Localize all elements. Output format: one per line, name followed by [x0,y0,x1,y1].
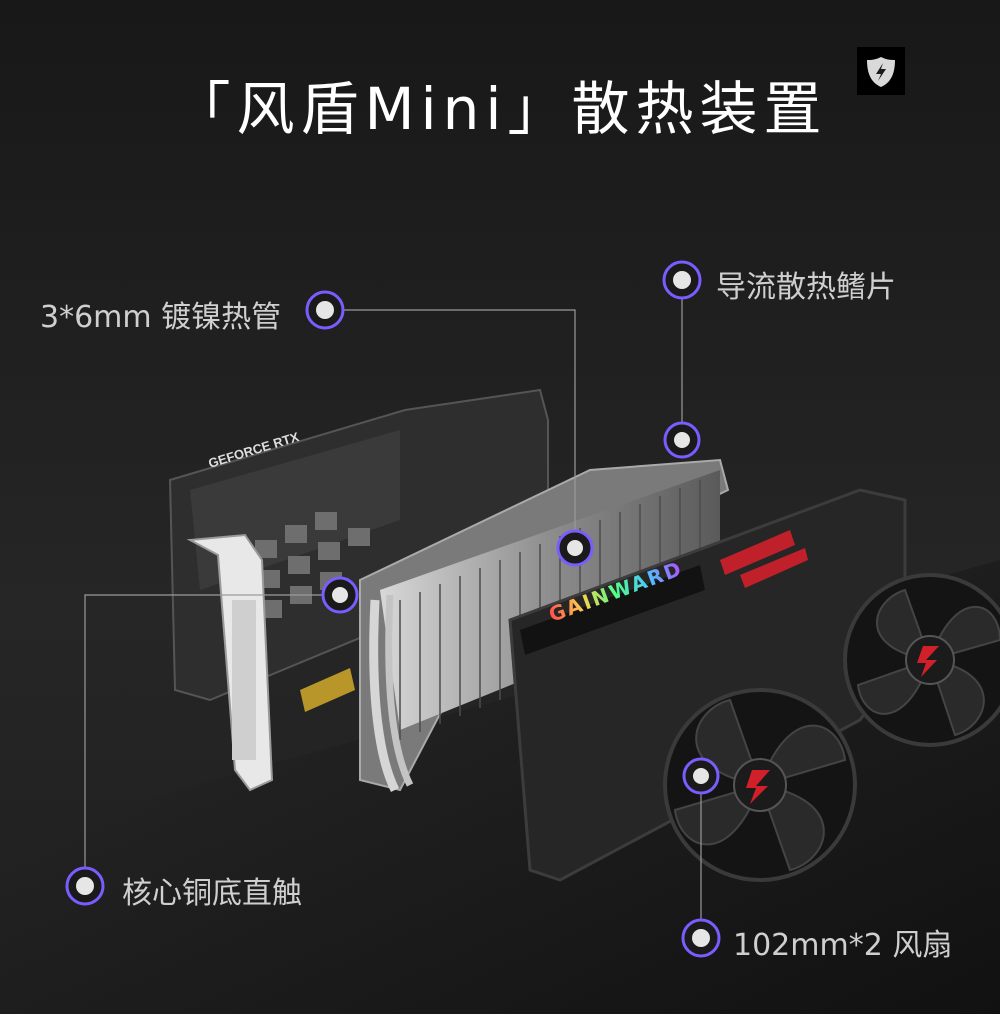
shield-lightning-icon [867,57,895,87]
fan-2 [843,573,1000,747]
copper-contact-label: 核心铜底直触 [122,876,302,911]
page-title: 「风盾Mini」散热装置 [172,75,828,143]
io-bracket [186,533,274,792]
callout-lines [84,280,702,938]
copper-target-marker-icon [321,576,359,614]
copper-marker-icon [65,866,105,906]
brand-logo [857,47,905,95]
heatpipe-target-marker-icon [556,529,594,567]
fins-target-marker-icon [663,421,701,459]
fan-shroud: GAINWARD [508,488,907,882]
fins-label: 导流散热鳍片 [716,270,896,305]
fans-label: 102mm*2 风扇 [733,928,953,963]
heatpipe-marker-icon [305,290,345,330]
fans-marker-icon [681,918,721,958]
fans-target-marker-icon [682,757,720,795]
heatpipe-label: 3*6mm 镀镍热管 [40,300,282,335]
fins-marker-icon [662,260,702,300]
